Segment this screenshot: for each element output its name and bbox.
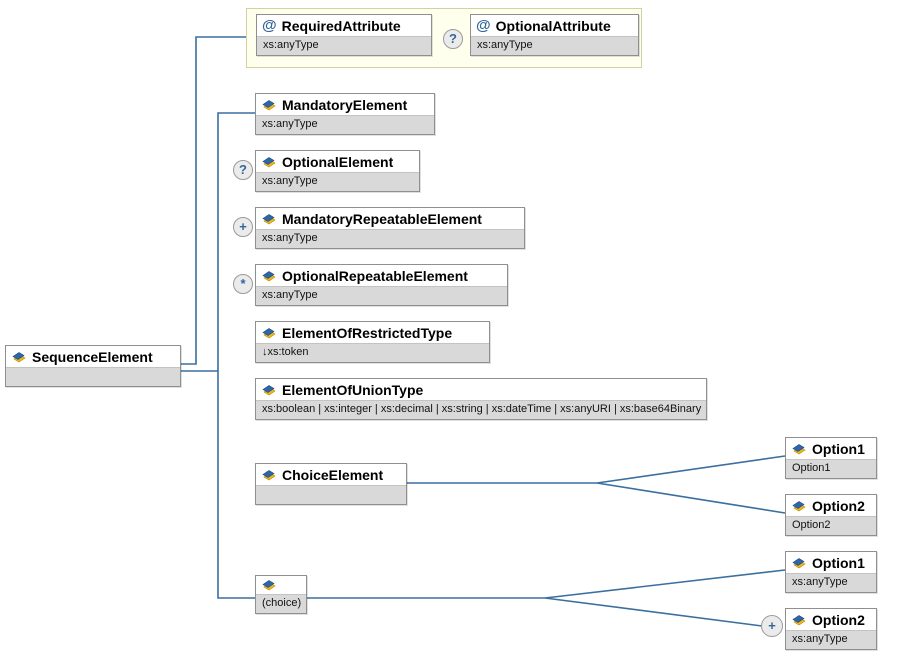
node-type: xs:anyType bbox=[256, 172, 419, 191]
node-choice-group[interactable]: (choice) bbox=[255, 575, 307, 614]
connector-choice-element-fan bbox=[407, 455, 786, 514]
element-icon bbox=[261, 99, 277, 112]
node-choice-option2[interactable]: Option2 Option2 bbox=[785, 494, 877, 536]
node-type: xs:anyType bbox=[786, 573, 876, 592]
node-name: OptionalRepeatableElement bbox=[282, 268, 468, 284]
node-name: MandatoryElement bbox=[282, 97, 408, 113]
node-name: RequiredAttribute bbox=[281, 18, 401, 34]
node-optional-element[interactable]: OptionalElement xs:anyType bbox=[255, 150, 420, 192]
connector-root-to-attributes bbox=[181, 36, 246, 365]
node-group-option2[interactable]: Option2 xs:anyType bbox=[785, 608, 877, 650]
node-name: SequenceElement bbox=[32, 349, 153, 365]
node-type: Option2 bbox=[786, 516, 876, 535]
element-icon bbox=[791, 500, 807, 513]
node-choice-option1[interactable]: Option1 Option1 bbox=[785, 437, 877, 479]
occurrence-badge-one-or-more: + bbox=[233, 217, 253, 237]
node-optional-repeatable-element[interactable]: OptionalRepeatableElement xs:anyType bbox=[255, 264, 508, 306]
node-name: ChoiceElement bbox=[282, 467, 384, 483]
attribute-icon: @ bbox=[476, 17, 491, 34]
element-icon bbox=[791, 443, 807, 456]
node-optional-attribute[interactable]: @ OptionalAttribute xs:anyType bbox=[470, 14, 639, 56]
element-icon bbox=[261, 384, 277, 397]
node-name: ElementOfRestrictedType bbox=[282, 325, 453, 341]
node-name: OptionalAttribute bbox=[495, 18, 611, 34]
choice-group-label: (choice) bbox=[256, 594, 306, 613]
node-required-attribute[interactable]: @ RequiredAttribute xs:anyType bbox=[256, 14, 432, 56]
element-icon bbox=[791, 614, 807, 627]
element-icon bbox=[11, 351, 27, 364]
occurrence-badge-one-or-more: + bbox=[761, 615, 783, 637]
node-name: OptionalElement bbox=[282, 154, 394, 170]
node-mandatory-element[interactable]: MandatoryElement xs:anyType bbox=[255, 93, 435, 135]
element-icon bbox=[261, 327, 277, 340]
node-type: ↓xs:token bbox=[256, 343, 489, 362]
element-icon bbox=[261, 156, 277, 169]
node-type-empty bbox=[6, 367, 180, 386]
node-type-empty bbox=[256, 485, 406, 504]
node-type: Option1 bbox=[786, 459, 876, 478]
occurrence-badge-optional-attribute: ? bbox=[443, 29, 463, 49]
node-name: Option2 bbox=[812, 498, 865, 514]
node-name: Option1 bbox=[812, 555, 865, 571]
attribute-icon: @ bbox=[262, 17, 277, 34]
node-type: xs:anyType bbox=[256, 115, 434, 134]
node-name: ElementOfUnionType bbox=[282, 382, 424, 398]
occurrence-badge-optional: ? bbox=[233, 160, 253, 180]
connector-sequence-trunk bbox=[217, 112, 255, 599]
element-icon bbox=[261, 270, 277, 283]
node-name: MandatoryRepeatableElement bbox=[282, 211, 482, 227]
node-name: Option2 bbox=[812, 612, 865, 628]
node-group-option1[interactable]: Option1 xs:anyType bbox=[785, 551, 877, 593]
node-element-of-restricted-type[interactable]: ElementOfRestrictedType ↓xs:token bbox=[255, 321, 490, 363]
occurrence-badge-zero-or-more: * bbox=[233, 274, 253, 294]
node-mandatory-repeatable-element[interactable]: MandatoryRepeatableElement xs:anyType bbox=[255, 207, 525, 249]
node-type: xs:anyType bbox=[256, 229, 524, 248]
node-choice-element[interactable]: ChoiceElement bbox=[255, 463, 407, 505]
node-type: xs:anyType bbox=[471, 36, 638, 55]
node-type: xs:anyType bbox=[256, 286, 507, 305]
node-type: xs:boolean | xs:integer | xs:decimal | x… bbox=[256, 400, 706, 419]
element-icon bbox=[261, 213, 277, 226]
node-type: xs:anyType bbox=[786, 630, 876, 649]
element-icon bbox=[261, 579, 277, 592]
node-element-of-union-type[interactable]: ElementOfUnionType xs:boolean | xs:integ… bbox=[255, 378, 707, 420]
element-icon bbox=[791, 557, 807, 570]
connector-choice-group-fan bbox=[307, 569, 786, 627]
element-icon bbox=[261, 469, 277, 482]
node-name: Option1 bbox=[812, 441, 865, 457]
node-sequence-element[interactable]: SequenceElement bbox=[5, 345, 181, 387]
node-type: xs:anyType bbox=[257, 36, 431, 55]
